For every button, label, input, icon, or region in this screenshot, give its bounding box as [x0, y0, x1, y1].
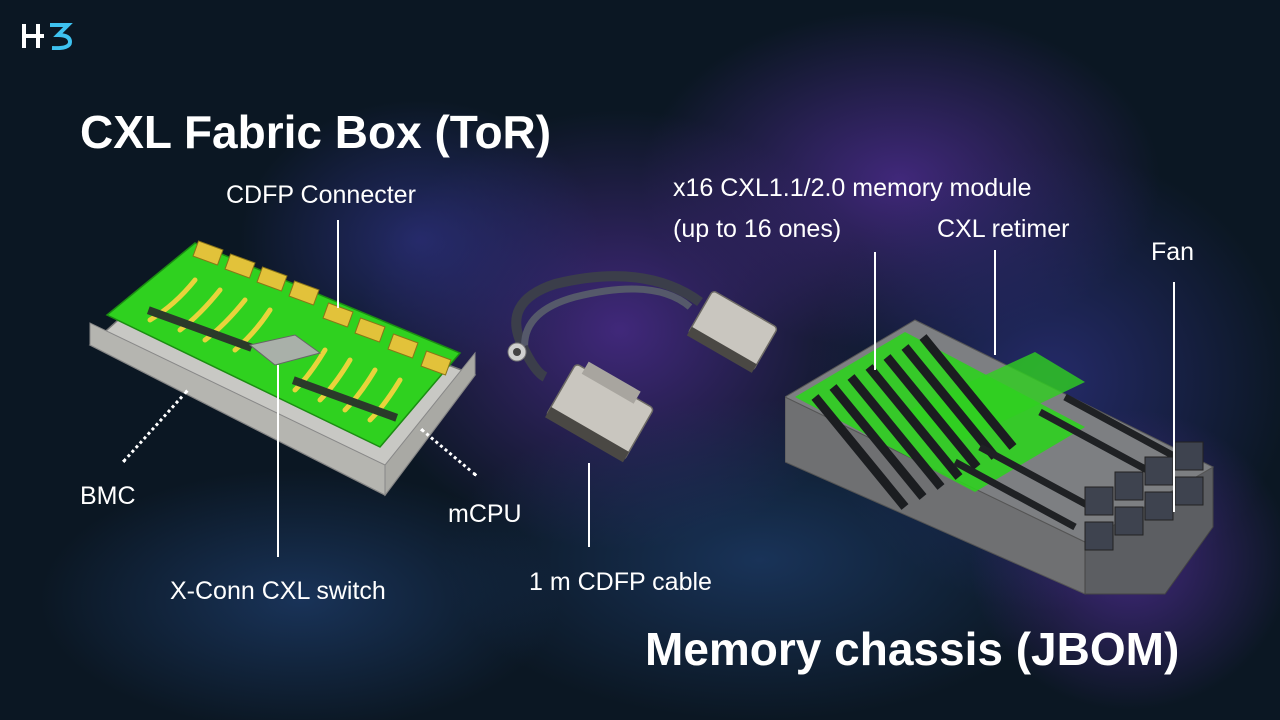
cable-pointer [588, 463, 590, 547]
xconn-switch-pointer [277, 365, 279, 557]
h3-logo-icon [22, 23, 73, 50]
fan-pointer [1173, 282, 1175, 512]
cable-label: 1 m CDFP cable [529, 568, 712, 596]
memory-module-pointer [874, 252, 876, 370]
retimer-pointer [994, 250, 996, 355]
bmc-label: BMC [80, 482, 136, 510]
fan-label: Fan [1151, 238, 1195, 266]
memory-chassis-image [785, 319, 1215, 595]
memory-module-label-line2: (up to 16 ones) [673, 215, 842, 243]
retimer-label: CXL retimer [937, 215, 1070, 243]
cxl-fabric-box-image [88, 240, 477, 497]
cdfp-connecter-label: CDFP Connecter [226, 181, 416, 209]
memory-module-label-line1: x16 CXL1.1/2.0 memory module [673, 174, 1032, 202]
cdfp-connecter-pointer [337, 220, 339, 308]
mcpu-label: mCPU [448, 500, 522, 528]
memory-chassis-title: Memory chassis (JBOM) [645, 623, 1180, 675]
fabric-box-title: CXL Fabric Box (ToR) [80, 106, 552, 158]
cdfp-cable-image [507, 271, 778, 463]
xconn-switch-label: X-Conn CXL switch [170, 577, 386, 605]
